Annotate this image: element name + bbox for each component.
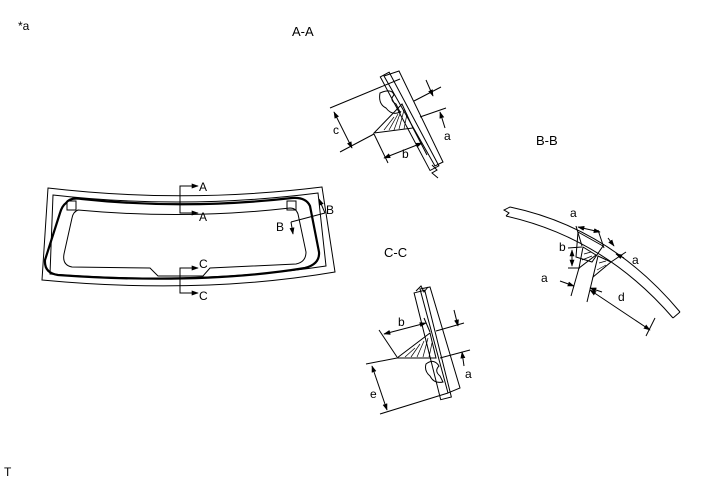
section-c-c-dim-a: a (465, 367, 472, 381)
section-a-a-body-flange (383, 70, 444, 167)
figure-tag: *a (18, 19, 30, 33)
section-b-b-body-flange (575, 231, 604, 263)
section-a-a-title: A-A (292, 24, 314, 39)
adhesive-bead-line (43, 196, 321, 280)
section-c-c-glass (413, 289, 452, 401)
section-b-b-glass-outer (509, 206, 681, 313)
section-c-c: C-C b a e (365, 245, 472, 415)
section-c-c-adhesive (395, 332, 437, 359)
section-c-c-molding (425, 360, 444, 383)
section-c-c-title: C-C (384, 245, 407, 260)
section-c-c-dim-b: b (398, 315, 405, 329)
section-b-b-glass-inner (505, 215, 674, 319)
section-a-label-bottom: A (199, 210, 207, 224)
section-b-b-dim-a-right: a (632, 253, 639, 267)
section-a-label-top: A (199, 180, 207, 194)
section-b-b-dim-a-top: a (570, 206, 577, 220)
section-a-a: A-A c b a (292, 24, 451, 179)
section-c-c-body-flange (419, 286, 461, 394)
section-a-a-dim-b: b (402, 147, 409, 161)
section-b-cut-line (290, 212, 326, 223)
section-b-b-adhesive-right (592, 255, 612, 279)
glass-corner-block-left (66, 200, 77, 211)
section-b-b-title: B-B (536, 133, 558, 148)
section-a-cut-line (179, 185, 197, 214)
glass-print-edge (49, 192, 327, 279)
section-b-label-bottom: B (276, 220, 284, 234)
section-c-cut-line (179, 267, 197, 294)
section-b-b-dim-a-left: a (541, 271, 548, 285)
back-door-glass-view: A A C C B B (41, 180, 336, 303)
section-b-b-dim-b: b (559, 240, 566, 254)
corner-mark: T (4, 465, 12, 479)
section-c-label-bottom: C (199, 289, 208, 303)
section-c-label-top: C (199, 257, 208, 271)
glass-corner-block-right (286, 200, 297, 211)
section-b-b: B-B a b a a (502, 133, 681, 337)
section-a-a-dim-a: a (444, 129, 451, 143)
section-a-a-adhesive (372, 103, 414, 134)
glass-inner-area-line (63, 207, 307, 277)
section-b-b-dim-d: d (618, 290, 625, 304)
glass-outer-edge (41, 186, 336, 287)
section-b-b-adhesive-left (578, 246, 597, 270)
section-a-a-dim-c: c (333, 123, 339, 137)
section-c-c-dim-e: e (370, 387, 377, 401)
section-b-label-top: B (326, 203, 334, 217)
